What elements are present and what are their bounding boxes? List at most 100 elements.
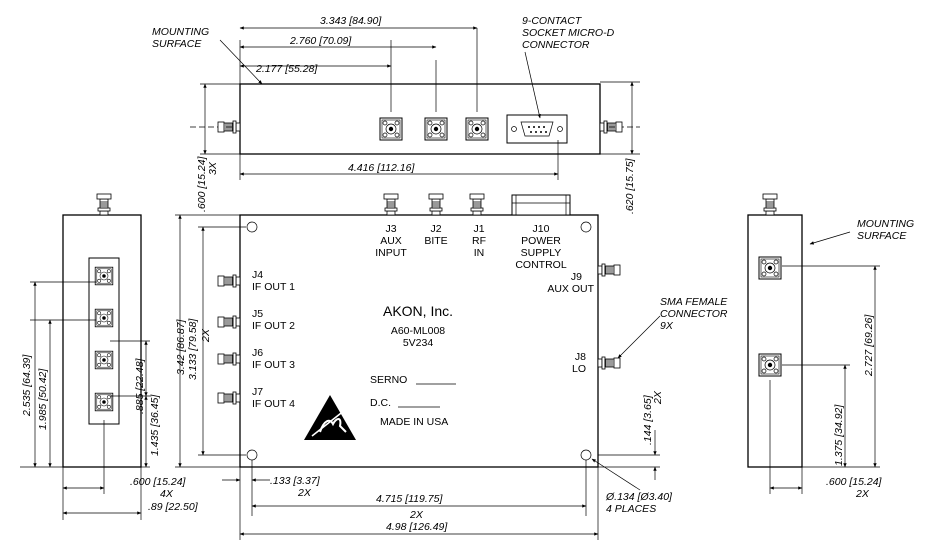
j8-sma-icon	[597, 356, 621, 370]
j7-sma-icon	[217, 391, 241, 405]
bottom-offset: .144 [3.65]	[642, 394, 654, 445]
j3-line-2: INPUT	[375, 247, 407, 259]
right-width-1-qty: 2X	[855, 488, 870, 500]
micro-d-note-2: SOCKET MICRO-D	[522, 27, 615, 39]
front-view-body	[239, 214, 599, 468]
right-dim-2: 1.375 [34.92]	[833, 404, 845, 466]
left-width-1: .600 [15.24]	[130, 476, 187, 488]
hole-spacing: 4.715 [119.75]	[376, 493, 443, 505]
j1-line-2: IN	[474, 247, 485, 259]
j10-line-2: SUPPLY	[521, 247, 562, 259]
mount-hole-tl	[246, 221, 258, 233]
left-dim-3: .885 [22.48]	[134, 357, 146, 414]
sma-note-1: SMA FEMALE	[660, 296, 728, 308]
right-width-1: .600 [15.24]	[826, 476, 883, 488]
right-flange-1-icon	[758, 256, 782, 280]
hole-offset: .133 [3.37]	[270, 475, 321, 487]
front-view: J3 AUX INPUT J2 BITE J1 RF IN J10 POWER …	[175, 193, 728, 540]
j10-id: J10	[533, 223, 550, 235]
j4-sma-icon	[217, 274, 241, 288]
left-view: 2.535 [64.39] 1.985 [50.42] .885 [22.48]…	[20, 193, 199, 520]
front-height: 3.42 [86.87]	[175, 318, 187, 375]
j2-line-1: BITE	[424, 235, 447, 247]
left-width-2: .89 [22.50]	[148, 501, 199, 513]
company-name: AKON, Inc.	[383, 303, 453, 319]
micro-d-note-1: 9-CONTACT	[522, 15, 583, 27]
j3-sma-icon	[383, 193, 399, 216]
left-flange-3-icon	[94, 350, 114, 370]
j3-id: J3	[385, 223, 396, 235]
front-inner-height: 3.133 [79.58]	[187, 318, 199, 380]
j4-id: J4	[252, 269, 263, 281]
j10-micro-d-icon	[511, 194, 571, 216]
j8-id: J8	[575, 351, 586, 363]
j1-line-1: RF	[472, 235, 486, 247]
top-dim-4: 4.416 [112.16]	[348, 162, 415, 174]
j5-sma-icon	[217, 315, 241, 329]
right-view: MOUNTING SURFACE 2.727 [69.26] 1.375 [34…	[747, 193, 914, 500]
j10-line-1: POWER	[521, 235, 561, 247]
j5-id: J5	[252, 308, 263, 320]
right-view-top-sma-icon	[762, 193, 778, 216]
left-view-top-sma-icon	[96, 193, 112, 216]
top-right-height: .620 [15.75]	[624, 157, 636, 214]
model-number: A60-ML008	[391, 325, 445, 337]
left-flange-2-icon	[94, 308, 114, 328]
made-in-label: MADE IN USA	[380, 416, 448, 428]
j3-line-1: AUX	[380, 235, 402, 247]
j4-label: IF OUT 1	[252, 281, 295, 293]
j1-sma-icon	[469, 193, 485, 216]
mounting-note-right-2: SURFACE	[857, 230, 907, 242]
left-flange-1-icon	[94, 266, 114, 286]
mounting-note-right-1: MOUNTING	[857, 218, 914, 230]
serno-label: SERNO	[370, 374, 407, 386]
esd-warning-icon	[304, 395, 356, 440]
top-left-height: .600 [15.24]	[196, 155, 208, 212]
mount-hole-tr	[580, 221, 592, 233]
right-dim-1: 2.727 [69.26]	[863, 314, 875, 377]
sma-note-2: CONNECTOR	[660, 308, 728, 320]
j3-flange-icon	[379, 117, 403, 141]
micro-d-note-3: CONNECTOR	[522, 39, 590, 51]
sma-note-3: 9X	[660, 320, 674, 332]
left-width-1-qty: 4X	[160, 488, 174, 500]
top-left-qty: 3X	[207, 161, 219, 175]
right-flange-2-icon	[758, 353, 782, 377]
front-width: 4.98 [126.49]	[386, 521, 448, 533]
top-dim-2: 2.760 [70.09]	[289, 35, 352, 47]
top-dim-3: 2.177 [55.28]	[255, 63, 318, 75]
version-number: 5V234	[403, 337, 434, 349]
j8-label: LO	[572, 363, 586, 375]
left-dim-1: 2.535 [64.39]	[21, 354, 33, 417]
j6-label: IF OUT 3	[252, 359, 295, 371]
j6-sma-icon	[217, 352, 241, 366]
hole-qty: 4 PLACES	[606, 503, 656, 515]
j9-label: AUX OUT	[547, 283, 594, 295]
mounting-note-top-2: SURFACE	[152, 38, 202, 50]
j9-id: J9	[571, 271, 582, 283]
left-dim-2: 1.985 [50.42]	[37, 368, 49, 430]
left-dim-4: 1.435 [36.45]	[149, 394, 161, 456]
hole-offset-qty: 2X	[297, 487, 312, 499]
j1-id: J1	[473, 223, 484, 235]
top-dim-1: 3.343 [84.90]	[320, 15, 382, 27]
hole-spacing-qty: 2X	[409, 509, 424, 521]
mounting-note-top-1: MOUNTING	[152, 26, 209, 38]
front-inner-height-qty: 2X	[200, 328, 212, 343]
top-view: 3.343 [84.90] 2.760 [70.09] 2.177 [55.28…	[152, 15, 640, 214]
dc-label: D.C.	[370, 397, 391, 409]
hole-diameter: Ø.134 [Ø3.40]	[605, 491, 673, 503]
bottom-offset-qty: 2X	[652, 390, 664, 405]
j7-label: IF OUT 4	[252, 398, 295, 410]
j2-flange-icon	[424, 117, 448, 141]
j1-flange-icon	[465, 117, 489, 141]
j9-sma-icon	[597, 263, 621, 277]
j7-id: J7	[252, 386, 263, 398]
j2-id: J2	[430, 223, 441, 235]
j6-id: J6	[252, 347, 263, 359]
micro-d-connector-icon	[506, 114, 568, 144]
j5-label: IF OUT 2	[252, 320, 295, 332]
j10-line-3: CONTROL	[515, 259, 566, 271]
